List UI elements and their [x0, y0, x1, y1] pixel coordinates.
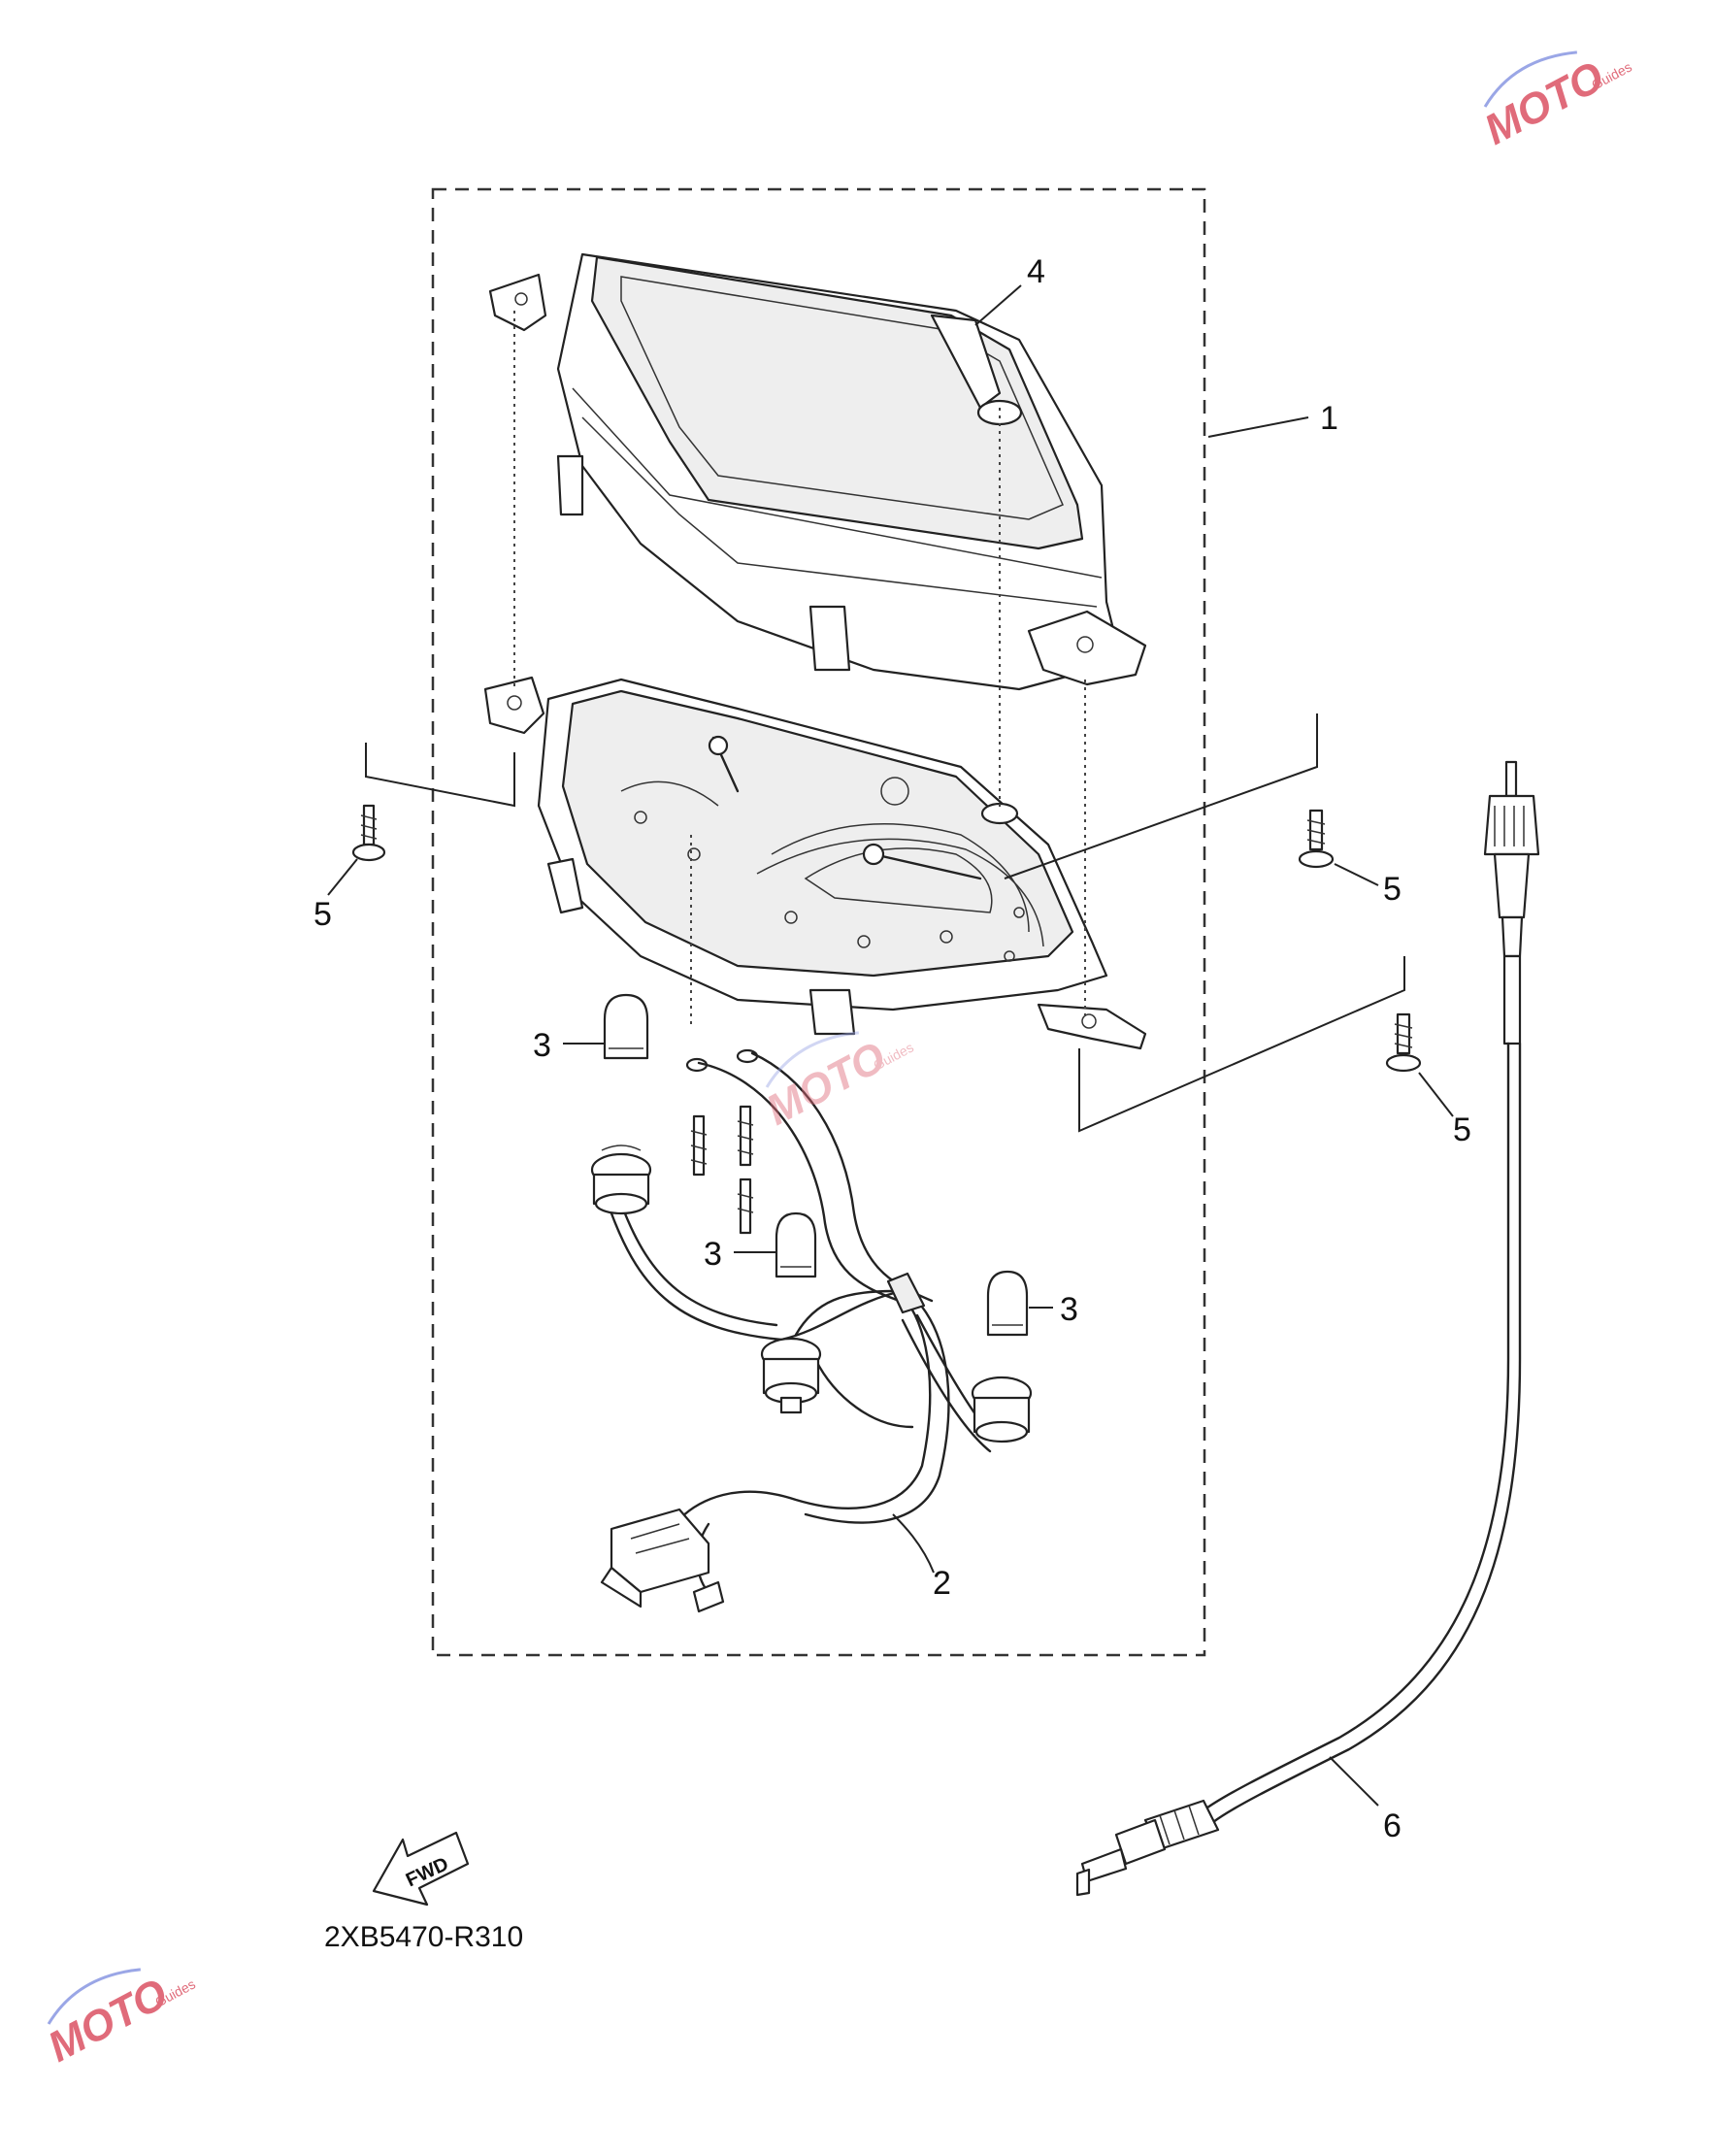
callout-1: 1 — [1320, 400, 1338, 437]
callout-4: 4 — [1027, 253, 1045, 290]
leader-line-6 — [1329, 1756, 1379, 1807]
bulb-middle — [775, 1211, 817, 1278]
harness-connector — [600, 1508, 725, 1613]
svg-text:Guides: Guides — [871, 1040, 916, 1074]
svg-text:MOTO: MOTO — [41, 1970, 176, 2072]
callout-5a: 5 — [313, 896, 332, 933]
callout-3a: 3 — [533, 1027, 551, 1064]
leader-line-1 — [1207, 416, 1309, 438]
socket-right — [971, 1376, 1033, 1443]
svg-text:MOTO: MOTO — [1477, 52, 1612, 154]
leader-line-4 — [974, 284, 1022, 326]
bulb-right — [986, 1270, 1029, 1337]
meter-cover — [488, 252, 1147, 691]
leader-line-5a — [327, 858, 358, 896]
svg-text:Guides: Guides — [1589, 59, 1634, 93]
callout-3c: 3 — [1060, 1291, 1078, 1328]
assembly-boundary — [431, 187, 1206, 1657]
harness-screws — [685, 1048, 759, 1235]
svg-text:Guides: Guides — [152, 1976, 198, 2010]
callout-3b: 3 — [704, 1236, 722, 1273]
speedometer-cable — [1075, 760, 1540, 1897]
callout-6: 6 — [1383, 1808, 1402, 1844]
bulb-left — [603, 993, 649, 1060]
socket-left — [590, 1144, 652, 1215]
meter-assembly — [483, 676, 1147, 1050]
socket-middle — [760, 1337, 822, 1414]
watermark-bottom-left: MOTO Guides — [41, 1968, 198, 2072]
screw-reference-line — [1078, 956, 1405, 1133]
callout-5c: 5 — [1453, 1111, 1471, 1148]
diagram-code: 2XB5470-R310 — [324, 1921, 523, 1953]
leader-line-5b — [1334, 863, 1379, 886]
screw-right-lower — [1385, 1012, 1422, 1073]
screw-reference-line — [1004, 713, 1318, 879]
leader-line-5c — [1418, 1072, 1454, 1117]
screw-right-upper — [1298, 809, 1335, 869]
leader-line-2 — [892, 1513, 935, 1574]
screw-left — [351, 804, 386, 862]
wire-harness — [610, 1051, 997, 1594]
fwd-arrow: FWD — [372, 1831, 470, 1907]
callout-5b: 5 — [1383, 871, 1402, 908]
callout-2: 2 — [933, 1565, 951, 1602]
screw-reference-line — [365, 743, 515, 808]
svg-text:MOTO: MOTO — [759, 1033, 894, 1135]
watermark-top-right: MOTO Guides — [1477, 50, 1634, 154]
